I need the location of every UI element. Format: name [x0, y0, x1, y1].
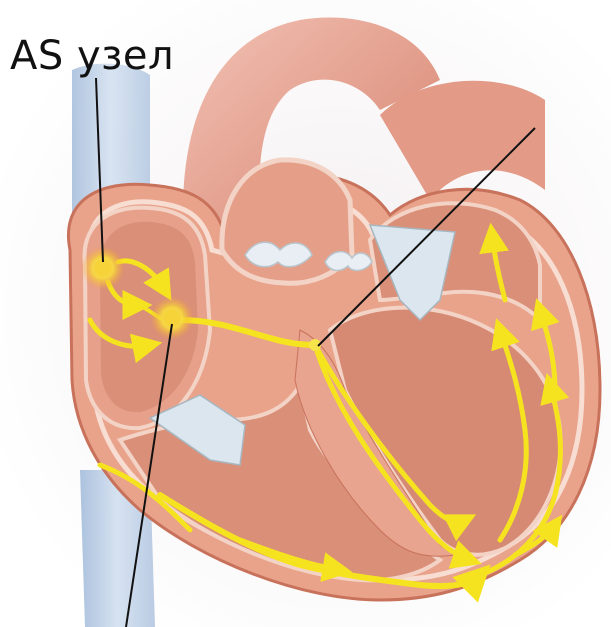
pulmonary-valve — [325, 252, 372, 271]
sa-node-label: AS узел — [10, 36, 174, 76]
